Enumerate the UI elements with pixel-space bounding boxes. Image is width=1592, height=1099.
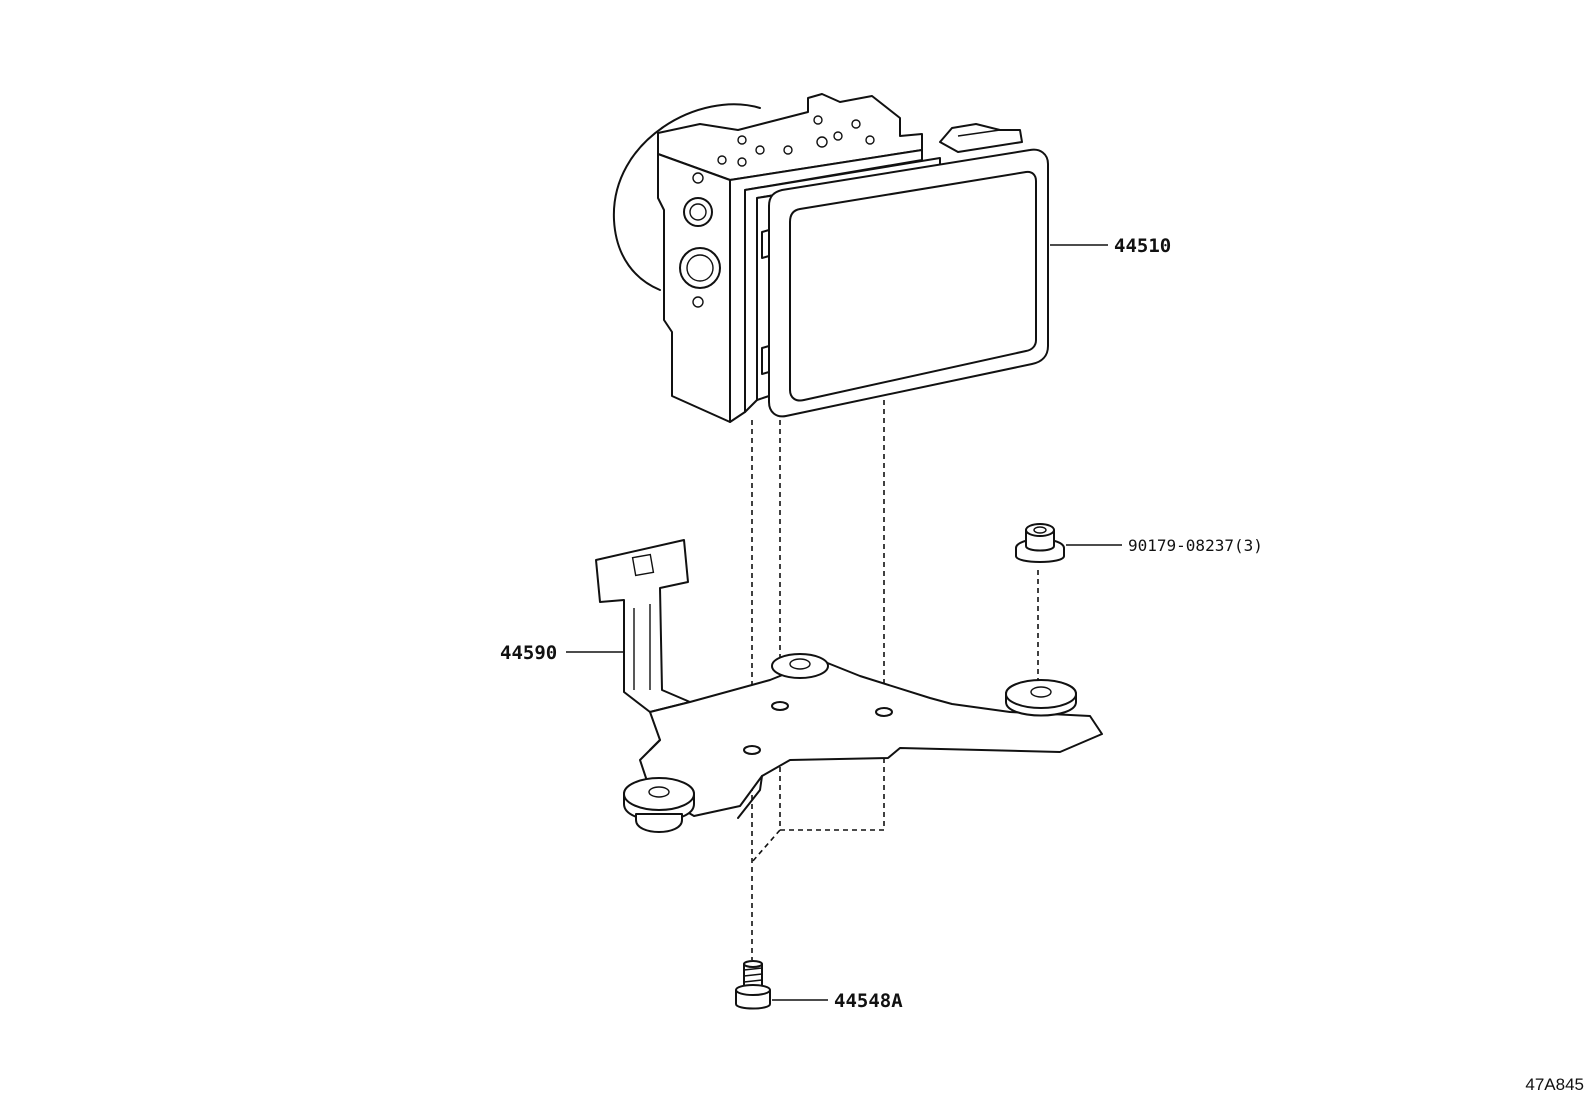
- callout-label-90179-08237: 90179-08237(3): [1128, 536, 1263, 555]
- callout-90179-08237: 90179-08237(3): [1066, 536, 1263, 555]
- callout-label-44548a: 44548A: [834, 990, 903, 1012]
- callout-44510: 44510: [1050, 235, 1171, 257]
- callout-44548a: 44548A: [772, 990, 903, 1012]
- callout-44590: 44590: [500, 642, 624, 664]
- callout-label-44510: 44510: [1114, 235, 1171, 257]
- flange-nut[interactable]: [1015, 523, 1065, 563]
- bolt[interactable]: [735, 960, 771, 1010]
- callout-label-44590: 44590: [500, 642, 557, 664]
- drawing-reference-number: 47A845: [1525, 1075, 1584, 1094]
- bracket[interactable]: [595, 539, 1103, 833]
- abs-actuator-assembly[interactable]: [612, 93, 1049, 423]
